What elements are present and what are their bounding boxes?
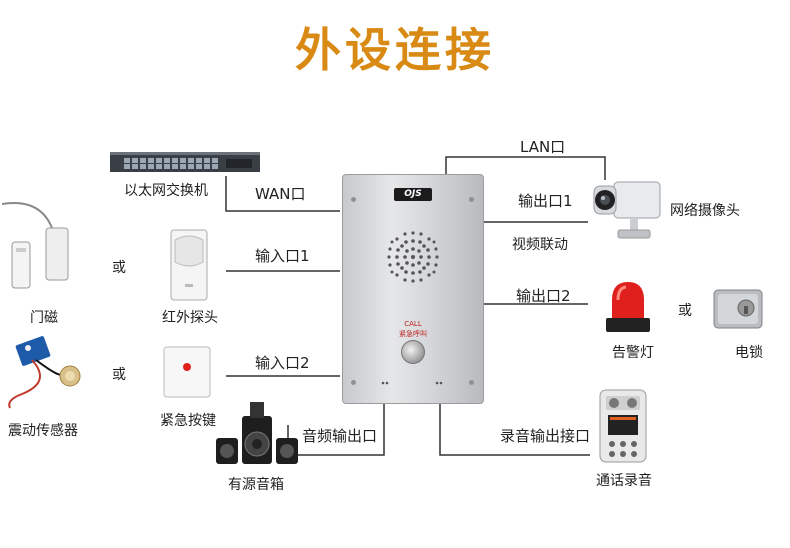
electric-lock-icon: [713, 289, 763, 329]
or-text: 或: [112, 367, 126, 383]
door-magnet-icon: [1, 202, 69, 289]
wire-recording: [439, 403, 590, 456]
label-infrared-probe: 红外探头: [162, 310, 218, 326]
call-sublabel: 紧急呼叫: [399, 330, 427, 338]
network-camera-icon: [593, 181, 661, 239]
intercom-panel: OJS CALL 紧急呼叫: [342, 174, 484, 404]
wire-wan: [225, 176, 340, 212]
label-call-recorder: 通话录音: [596, 473, 652, 489]
label-output-port-2: 输出口2: [516, 287, 571, 305]
label-ethernet-switch: 以太网交换机: [124, 183, 208, 199]
label-output-port-1: 输出口1: [518, 192, 573, 210]
label-input-port-1: 输入口1: [255, 247, 310, 265]
label-alarm-light: 告警灯: [612, 345, 654, 361]
alarm-light-icon: [606, 282, 650, 332]
label-input-port-2: 输入口2: [255, 354, 310, 372]
label-network-camera: 网络摄像头: [670, 203, 740, 219]
label-electric-lock: 电锁: [735, 345, 763, 361]
label-video-linkage: 视频联动: [512, 237, 568, 253]
active-speaker-icon: [216, 402, 298, 464]
ethernet-switch-icon: [110, 152, 260, 172]
mic-holes-icon: [381, 381, 443, 385]
call-recorder-icon: [599, 389, 647, 463]
label-emergency-button: 紧急按键: [160, 413, 216, 429]
emergency-button-icon: [163, 346, 211, 398]
screw: [469, 380, 474, 385]
screw: [351, 197, 356, 202]
label-wan-port: WAN口: [255, 185, 306, 203]
screw: [351, 380, 356, 385]
call-button: [401, 340, 425, 364]
label-audio-output-port: 音频输出口: [302, 427, 378, 445]
or-text: 或: [678, 303, 692, 319]
page-title: 外设连接: [295, 23, 495, 77]
infrared-probe-icon: [170, 229, 208, 301]
call-label: CALL: [404, 320, 422, 328]
brand-logo: OJS: [394, 188, 432, 201]
label-vibration-sensor: 震动传感器: [8, 423, 78, 439]
or-text: 或: [112, 260, 126, 276]
label-active-speaker: 有源音箱: [228, 477, 284, 493]
screw: [469, 197, 474, 202]
label-recording-output-port: 录音输出接口: [500, 427, 591, 445]
vibration-sensor-icon: [8, 336, 81, 409]
speaker-grille-icon: [387, 231, 439, 283]
label-door-magnet: 门磁: [30, 310, 58, 326]
label-lan-port: LAN口: [520, 138, 566, 156]
wire-lan: [445, 156, 606, 180]
